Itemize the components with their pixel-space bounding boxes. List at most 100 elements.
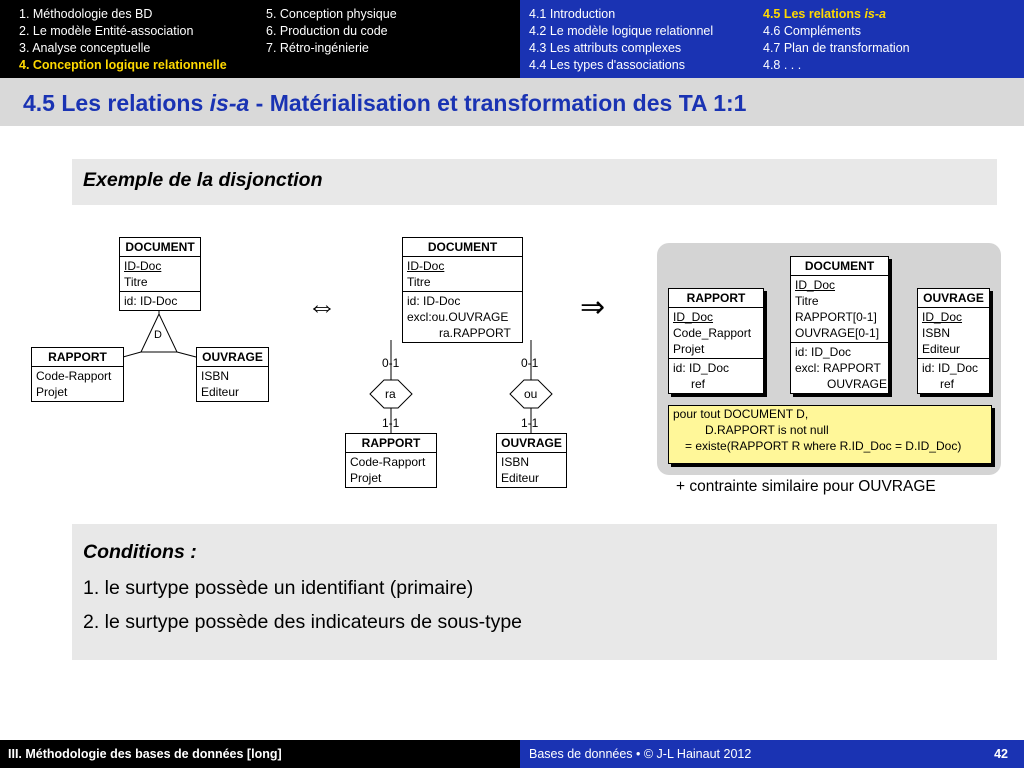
nav-item[interactable]: 7. Rétro-ingénierie — [266, 41, 369, 55]
table-rapport: RAPPORT ID_Doc Code_Rapport Projet id: I… — [668, 288, 764, 394]
column: OUVRAGE[0-1] — [795, 326, 880, 340]
nav-subitem[interactable]: 4.6 Compléments — [763, 24, 861, 38]
ref-constraint: ref — [940, 377, 955, 391]
column: Projet — [673, 342, 705, 356]
top-navigation: 1. Méthodologie des BD 2. Le modèle Enti… — [0, 0, 1024, 78]
column: Code_Rapport — [673, 326, 752, 340]
disjoint-triangle — [140, 312, 178, 353]
entity-name: OUVRAGE — [497, 434, 566, 453]
card-bot-right: 1-1 — [521, 416, 539, 430]
example-box — [72, 159, 997, 205]
nav-subitem[interactable]: 4.2 Le modèle logique relationnel — [529, 24, 714, 38]
attr: Titre — [124, 275, 148, 289]
rel-ra-shape — [369, 379, 413, 409]
excl-constraint-cont: OUVRAGE — [827, 377, 888, 391]
table-constraints: id: ID_Doc ref — [669, 359, 763, 393]
attr: Titre — [407, 275, 431, 289]
title-bar — [0, 78, 1024, 126]
card-top-left: 0-1 — [382, 356, 400, 370]
disjoint-label: D — [154, 329, 162, 341]
nav-item[interactable]: 3. Analyse conceptuelle — [19, 41, 151, 55]
id-constraint: id: ID_Doc — [795, 345, 852, 359]
entity-name: DOCUMENT — [120, 238, 200, 257]
excl-constraint-cont: ra.RAPPORT — [439, 326, 511, 340]
nav-subitem-active-italic: is-a — [864, 7, 886, 21]
column-pk: ID_Doc — [673, 310, 714, 324]
nav-item[interactable]: 5. Conception physique — [266, 7, 397, 21]
entity-document-2: DOCUMENT ID-Doc Titre id: ID-Doc excl:ou… — [402, 237, 523, 343]
entity-name: DOCUMENT — [403, 238, 522, 257]
attr: Editeur — [501, 471, 540, 485]
table-constraints: id: ID_Doc excl: RAPPORT OUVRAGE — [791, 343, 888, 393]
nav-subitem[interactable]: 4.1 Introduction — [529, 7, 616, 21]
attr: Editeur — [201, 385, 240, 399]
entity-ids: id: ID-Doc excl:ou.OUVRAGE ra.RAPPORT — [403, 292, 522, 342]
condition-item: 2. le surtype possède des indicateurs de… — [83, 611, 523, 633]
attr-id: ID-Doc — [407, 259, 445, 273]
nav-subitem-active[interactable]: 4.5 Les relations is-a — [763, 6, 910, 23]
attr: ISBN — [501, 455, 530, 469]
entity-rapport-1: RAPPORT Code-Rapport Projet — [31, 347, 124, 402]
rel-ra-label: ra — [385, 387, 396, 401]
footer: III. Méthodologie des bases de données [… — [0, 740, 1024, 768]
nav-subsections-col1: 4.1 Introduction 4.2 Le modèle logique r… — [529, 6, 713, 74]
example-heading: Exemple de la disjonction — [83, 169, 323, 191]
entity-attributes: ID-Doc Titre — [403, 257, 522, 292]
excl-constraint: excl:ou.OUVRAGE — [407, 310, 509, 324]
table-columns: ID_Doc Code_Rapport Projet — [669, 308, 763, 359]
column-pk: ID_Doc — [922, 310, 963, 324]
entity-attributes: ID-Doc Titre — [120, 257, 200, 292]
table-name: OUVRAGE — [918, 289, 989, 308]
nav-item[interactable]: 6. Production du code — [266, 24, 388, 38]
attr: Code-Rapport — [350, 455, 426, 469]
nav-subitem[interactable]: 4.3 Les attributs complexes — [529, 41, 682, 55]
title-part2: - Matérialisation et transformation des … — [249, 90, 747, 116]
footer-right: Bases de données • © J-L Hainaut 2012 42 — [520, 740, 1024, 768]
column: RAPPORT[0-1] — [795, 310, 877, 324]
table-name: RAPPORT — [669, 289, 763, 308]
entity-attributes: ISBN Editeur — [197, 367, 268, 401]
attr-id: ID-Doc — [124, 259, 162, 273]
footer-course: Bases de données • © J-L Hainaut 2012 — [529, 747, 752, 761]
id-constraint: id: ID-Doc — [407, 294, 461, 308]
equivalence-arrow: ⇔ — [307, 290, 337, 323]
title-part1: 4.5 Les relations — [23, 90, 210, 116]
entity-ouvrage-1: OUVRAGE ISBN Editeur — [196, 347, 269, 402]
column-pk: ID_Doc — [795, 278, 836, 292]
conditions-heading: Conditions : — [83, 541, 197, 563]
entity-ouvrage-2: OUVRAGE ISBN Editeur — [496, 433, 567, 488]
id-constraint: id: ID_Doc — [673, 361, 730, 375]
condition-item: 1. le surtype possède un identifiant (pr… — [83, 577, 474, 599]
is-a-link-right — [176, 351, 197, 358]
nav-subsections-col2: 4.5 Les relations is-a 4.6 Compléments 4… — [763, 6, 910, 74]
table-constraints: id: ID_Doc ref — [918, 359, 989, 393]
nav-subitem[interactable]: 4.4 Les types d'associations — [529, 58, 685, 72]
nav-item[interactable]: 1. Méthodologie des BD — [19, 7, 153, 21]
table-ouvrage: OUVRAGE ID_Doc ISBN Editeur id: ID_Doc r… — [917, 288, 990, 394]
rel-ou-shape — [509, 379, 553, 409]
entity-attributes: Code-Rapport Projet — [32, 367, 123, 401]
note-line: = existe(RAPPORT R where R.ID_Doc = D.ID… — [685, 439, 962, 453]
entity-name: RAPPORT — [32, 348, 123, 367]
nav-item-active[interactable]: 4. Conception logique relationnelle — [19, 58, 227, 72]
nav-subitem[interactable]: 4.7 Plan de transformation — [763, 41, 910, 55]
slide-title: 4.5 Les relations is-a - Matérialisation… — [23, 90, 746, 117]
attr: ISBN — [201, 369, 230, 383]
entity-ids: id: ID-Doc — [120, 292, 200, 310]
excl-constraint: excl: RAPPORT — [795, 361, 881, 375]
footer-left: III. Méthodologie des bases de données [… — [0, 740, 520, 768]
column: Editeur — [922, 342, 961, 356]
ref-constraint: ref — [691, 377, 706, 391]
entity-attributes: ISBN Editeur — [497, 453, 566, 487]
nav-subitem[interactable]: 4.8 . . . — [763, 58, 802, 72]
top-nav-left: 1. Méthodologie des BD 2. Le modèle Enti… — [0, 0, 520, 78]
constraint-note: pour tout DOCUMENT D, D.RAPPORT is not n… — [668, 405, 992, 464]
table-columns: ID_Doc Titre RAPPORT[0-1] OUVRAGE[0-1] — [791, 276, 888, 343]
rel-ou-label: ou — [524, 387, 538, 401]
nav-sections-col2: 5. Conception physique 6. Production du … — [266, 6, 397, 57]
attr: Projet — [36, 385, 68, 399]
nav-item[interactable]: 2. Le modèle Entité-association — [19, 24, 194, 38]
page-number: 42 — [994, 747, 1008, 761]
id-constraint: id: ID_Doc — [922, 361, 979, 375]
